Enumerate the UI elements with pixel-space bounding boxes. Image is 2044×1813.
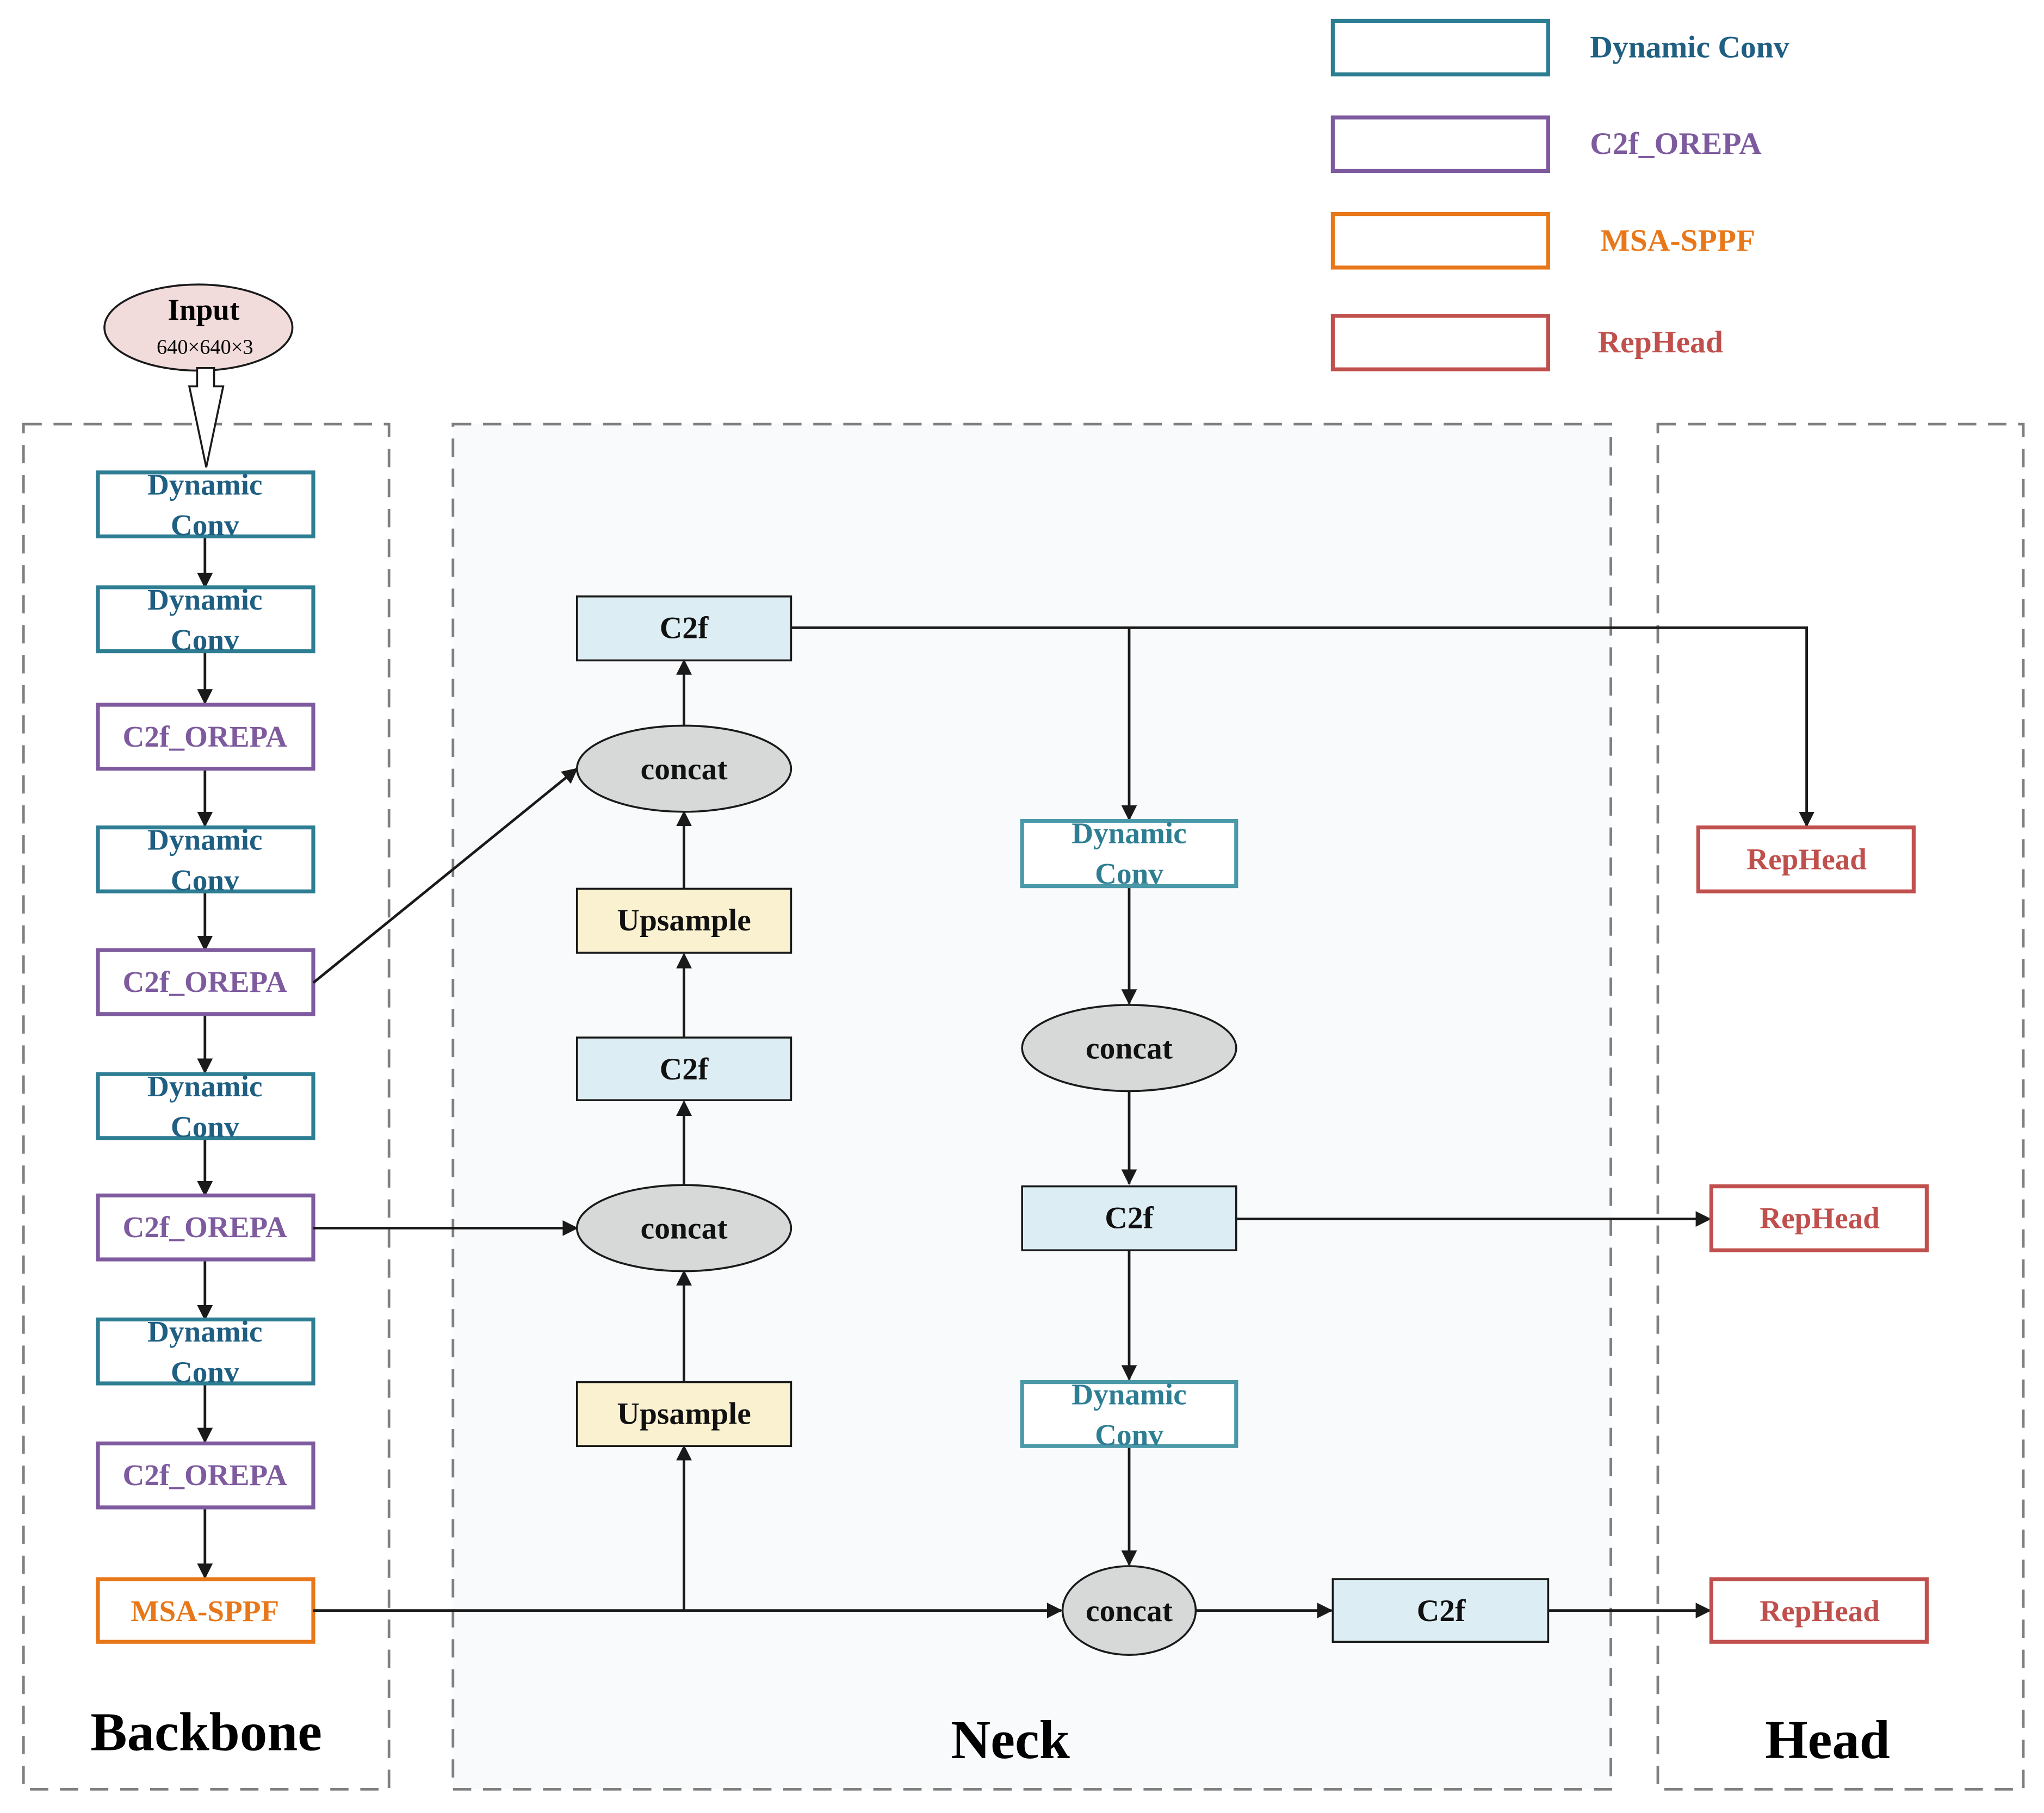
c2f-orepa-label: C2f_OREPA: [123, 965, 288, 998]
section-title-backbone: Backbone: [90, 1701, 322, 1762]
head-rephead-2: RepHead: [1709, 1184, 1929, 1252]
concat-label: concat: [641, 752, 728, 786]
legend-rephead-label: RepHead: [1598, 325, 1723, 359]
input-arrow: [188, 367, 225, 468]
c2f-label: C2f: [660, 1052, 709, 1086]
legend: Dynamic Conv C2f_OREPA MSA-SPPF RepHead: [1330, 18, 1789, 371]
dynamic-conv-label: Dynamic: [147, 823, 263, 856]
msa-sppf-label: MSA-SPPF: [131, 1594, 279, 1628]
input-node: Input 640×640×3: [103, 283, 294, 372]
dynamic-conv-label: Conv: [171, 623, 239, 656]
backbone-block-2: Dynamic Conv: [96, 583, 315, 656]
neck-concat-right: concat: [1021, 1004, 1237, 1092]
legend-msa-sppf-swatch: [1330, 212, 1551, 270]
neck-frame: [451, 423, 1613, 1791]
c2f-label: C2f: [1105, 1201, 1154, 1235]
dynamic-conv-label: Dynamic: [1071, 1377, 1187, 1411]
c2f-label: C2f: [1417, 1594, 1466, 1628]
neck-concat-mid: concat: [576, 1184, 792, 1272]
section-title-neck: Neck: [951, 1709, 1069, 1770]
legend-c2f-orepa-label: C2f_OREPA: [1590, 127, 1762, 161]
section-title-head: Head: [1765, 1709, 1890, 1770]
rephead-label: RepHead: [1746, 842, 1867, 876]
c2f-orepa-label: C2f_OREPA: [123, 720, 288, 753]
dynamic-conv-label: Dynamic: [147, 1070, 263, 1103]
neck-concat-top: concat: [576, 724, 792, 813]
backbone-block-6: Dynamic Conv: [96, 1070, 315, 1143]
dynamic-conv-label: Conv: [171, 864, 239, 897]
head-rephead-1: RepHead: [1696, 825, 1916, 893]
rephead-label: RepHead: [1760, 1201, 1880, 1234]
concat-label: concat: [641, 1212, 728, 1246]
legend-msa-sppf-label: MSA-SPPF: [1600, 223, 1755, 258]
neck-dynamic-conv-bottom: Dynamic Conv: [1020, 1377, 1238, 1451]
concat-label: concat: [1086, 1031, 1173, 1065]
dynamic-conv-label: Conv: [171, 508, 239, 542]
backbone-block-10: MSA-SPPF: [96, 1577, 315, 1644]
input-size: 640×640×3: [157, 336, 253, 358]
legend-dynamic-conv-label: Dynamic Conv: [1590, 30, 1789, 65]
backbone-block-9: C2f_OREPA: [96, 1441, 315, 1510]
edge-b5-concat-top: [312, 767, 578, 984]
neck-c2f-bottom: C2f: [1331, 1578, 1550, 1643]
backbone-block-8: Dynamic Conv: [96, 1315, 315, 1389]
c2f-label: C2f: [660, 611, 709, 645]
head-rephead-3: RepHead: [1709, 1577, 1929, 1644]
dynamic-conv-label: Dynamic: [147, 583, 263, 616]
input-title: Input: [168, 293, 240, 326]
rephead-label: RepHead: [1760, 1594, 1880, 1628]
head-frame: [1656, 423, 2025, 1791]
backbone-block-5: C2f_OREPA: [96, 948, 315, 1016]
upsample-label: Upsample: [617, 1396, 751, 1431]
dynamic-conv-label: Conv: [1095, 857, 1163, 890]
neck-dynamic-conv-top: Dynamic Conv: [1020, 816, 1238, 890]
upsample-label: Upsample: [617, 903, 751, 937]
backbone-block-1: Dynamic Conv: [96, 468, 315, 542]
dynamic-conv-label: Conv: [1095, 1418, 1163, 1451]
dynamic-conv-label: Dynamic: [1071, 816, 1187, 849]
neck-upsample-top: Upsample: [576, 887, 792, 954]
neck-c2f-top: C2f: [576, 595, 792, 662]
dynamic-conv-label: Dynamic: [147, 468, 263, 501]
c2f-orepa-label: C2f_OREPA: [123, 1458, 288, 1492]
neck-concat-bottom: concat: [1061, 1565, 1197, 1656]
neck-upsample-bottom: Upsample: [576, 1381, 792, 1448]
backbone-block-4: Dynamic Conv: [96, 823, 315, 897]
legend-c2f-orepa-swatch: [1330, 115, 1551, 173]
neck-c2f-right: C2f: [1021, 1185, 1237, 1252]
legend-rephead-swatch: [1330, 314, 1551, 371]
dynamic-conv-label: Conv: [171, 1110, 239, 1143]
legend-dynamic-conv-swatch: [1330, 18, 1551, 77]
dynamic-conv-label: Conv: [171, 1356, 239, 1389]
backbone-block-7: C2f_OREPA: [96, 1193, 315, 1262]
dynamic-conv-label: Dynamic: [147, 1315, 263, 1348]
neck-c2f-mid: C2f: [576, 1036, 792, 1102]
concat-label: concat: [1086, 1594, 1173, 1628]
c2f-orepa-label: C2f_OREPA: [123, 1210, 288, 1244]
backbone-block-3: C2f_OREPA: [96, 703, 315, 771]
